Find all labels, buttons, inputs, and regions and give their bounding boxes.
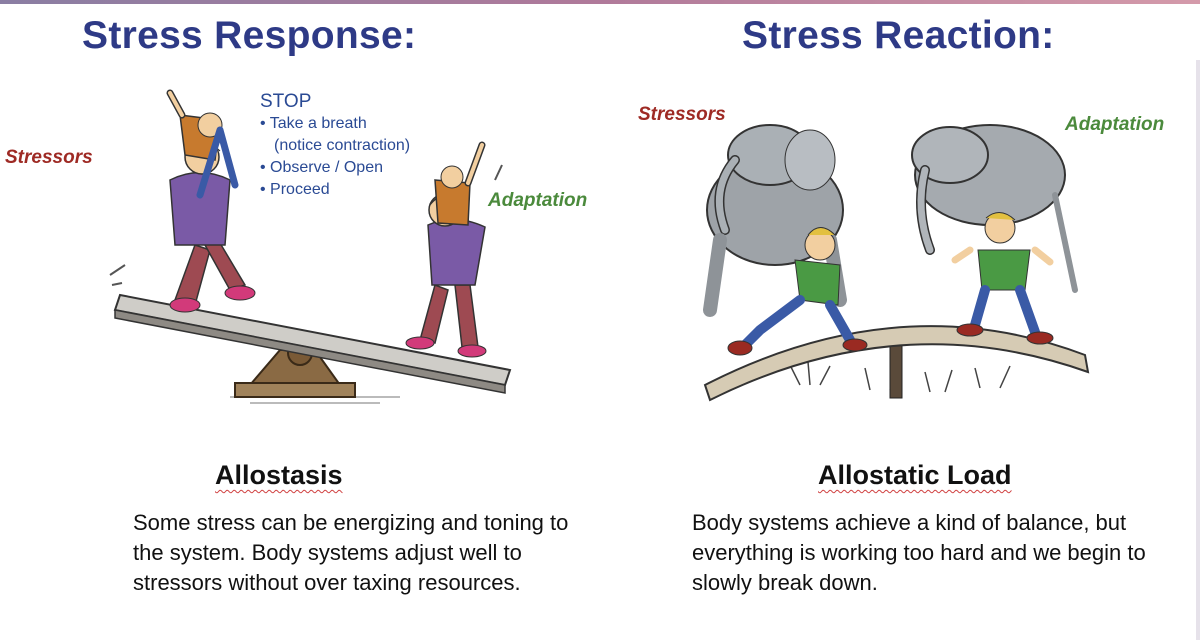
allostatic-load-description: Body systems achieve a kind of balance, … bbox=[692, 510, 1146, 595]
stop-item-proceed: • Proceed bbox=[260, 181, 330, 198]
stressors-label: Stressors bbox=[638, 104, 726, 125]
seesaw-illustration bbox=[109, 89, 512, 404]
stop-item-breath: • Take a breath bbox=[260, 115, 367, 132]
stop-item-notice: (notice contraction) bbox=[274, 137, 411, 154]
adaptation-label: Adaptation bbox=[488, 190, 588, 211]
stress-response-panel: Stress Response: Stressors Adaptation ST… bbox=[5, 14, 588, 595]
stop-heading: STOP bbox=[260, 91, 312, 112]
stress-reaction-title: Stress Reaction: bbox=[742, 14, 1055, 57]
top-accent-bar bbox=[0, 0, 1200, 4]
allostasis-description: Some stress can be energizing and toning… bbox=[133, 510, 569, 595]
stop-item-observe: • Observe / Open bbox=[260, 159, 383, 176]
stress-response-title: Stress Response: bbox=[82, 14, 417, 57]
stress-reaction-panel: Stress Reaction: Stressors Adaptation bbox=[600, 0, 1200, 640]
elephant-carrying-illustration bbox=[703, 124, 1090, 402]
adaptation-label: Adaptation bbox=[1065, 114, 1165, 135]
allostatic-load-heading: Allostatic Load bbox=[818, 460, 1012, 490]
stop-list: STOP • Take a breath (notice contraction… bbox=[260, 91, 410, 201]
right-edge-strip bbox=[1196, 60, 1200, 640]
allostasis-heading: Allostasis bbox=[215, 460, 343, 490]
stressors-label: Stressors bbox=[5, 147, 93, 168]
